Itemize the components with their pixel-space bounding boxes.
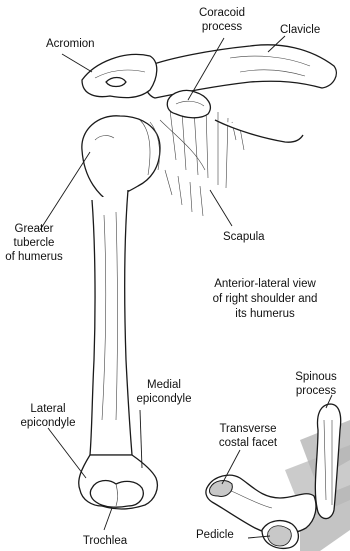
acromion-bone <box>82 54 157 97</box>
label-coracoid-line1: Coracoid <box>199 7 245 19</box>
label-transverse-costal-facet-line1: Transverse <box>219 423 276 435</box>
label-clavicle: Clavicle <box>280 24 320 36</box>
label-medial-epicondyle-line2: epicondyle <box>137 393 192 405</box>
caption-line2: of right shoulder and <box>213 293 318 305</box>
label-transverse-costal-facet-line2: costal facet <box>219 437 278 449</box>
label-spinous-process-line2: process <box>296 385 337 397</box>
label-trochlea: Trochlea <box>83 535 128 547</box>
coracoid-bone <box>167 90 210 117</box>
label-scapula: Scapula <box>223 231 265 243</box>
humerus-bone <box>79 116 160 509</box>
label-acromion: Acromion <box>46 38 95 50</box>
caption-line1: Anterior-lateral view <box>214 278 316 290</box>
label-greater-tubercle-line2: tubercle <box>14 237 55 249</box>
label-pedicle: Pedicle <box>196 529 234 541</box>
label-lateral-epicondyle-line2: epicondyle <box>21 417 76 429</box>
label-spinous-process-line1: Spinous <box>295 371 337 383</box>
label-greater-tubercle-line1: Greater <box>15 223 54 235</box>
caption-line3: its humerus <box>235 308 295 320</box>
label-coracoid-line2: process <box>202 21 243 33</box>
label-lateral-epicondyle-line1: Lateral <box>30 403 65 415</box>
clavicle-bone <box>144 45 336 98</box>
scapula-bone <box>160 108 303 216</box>
label-greater-tubercle-line3: of humerus <box>5 251 63 263</box>
label-medial-epicondyle-line1: Medial <box>147 379 181 391</box>
